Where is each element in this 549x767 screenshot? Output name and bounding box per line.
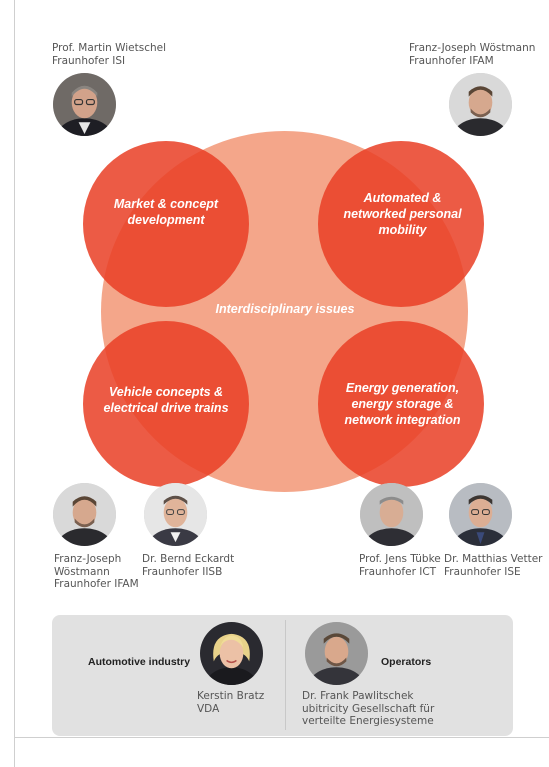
avatar-vetter — [449, 483, 512, 546]
topic-label-energy: Energy generation, energy storage & netw… — [330, 380, 475, 428]
expert-org: Fraunhofer ICT — [359, 565, 437, 578]
topic-line: mobility — [378, 223, 427, 237]
expert-bottom-1: Franz-Joseph Wöstmann Fraunhofer IFAM — [54, 553, 139, 591]
expert-name: Dr. Matthias Vetter — [444, 553, 543, 565]
topic-circle-market — [83, 141, 249, 307]
avatar-woestmann-top — [449, 73, 512, 136]
partner-industry-person: Kerstin Bratz VDA — [197, 690, 264, 715]
avatar-eckardt — [144, 483, 207, 546]
topic-line: development — [127, 213, 205, 227]
topic-line: electrical drive trains — [103, 401, 229, 415]
expert-top-right: Franz-Joseph Wöstmann Fraunhofer IFAM — [409, 42, 535, 67]
topic-line: Market & concept — [113, 197, 219, 211]
expert-bottom-3: Prof. Jens Tübke Fraunhofer ICT — [359, 553, 441, 578]
partner-operators-person: Dr. Frank Pawlitschek ubitricity Gesells… — [302, 690, 434, 728]
operators-label: Operators — [381, 656, 432, 668]
avatar-pawlitschek — [305, 622, 368, 685]
partner-name: Kerstin Bratz — [197, 690, 265, 702]
expert-name-line: Wöstmann — [54, 565, 110, 578]
center-label: Interdisciplinary issues — [215, 302, 355, 316]
expert-bottom-4: Dr. Matthias Vetter Fraunhofer ISE — [444, 553, 543, 578]
partner-box — [52, 615, 513, 736]
expert-org: Fraunhofer IISB — [142, 565, 223, 578]
expert-name: Prof. Martin Wietschel — [52, 42, 167, 54]
avatar-wietschel — [53, 73, 116, 136]
expert-top-left: Prof. Martin Wietschel Fraunhofer ISI — [52, 42, 166, 67]
expert-name: Dr. Bernd Eckardt — [142, 553, 235, 565]
expert-org: Fraunhofer IFAM — [409, 54, 494, 67]
frame-line-left — [14, 0, 15, 767]
partner-org: verteilte Energiesysteme — [302, 715, 434, 727]
partner-box-divider — [285, 620, 286, 730]
topic-label-market: Market & concept development — [96, 196, 236, 228]
automotive-industry-label: Automotive industry — [88, 656, 191, 668]
frame-line-bottom — [14, 737, 549, 738]
topic-line: Vehicle concepts & — [108, 385, 224, 399]
topic-line: networked personal — [343, 207, 462, 221]
expert-name-line: Franz-Joseph — [54, 553, 122, 565]
topic-line: Automated & — [363, 191, 442, 205]
avatar-woestmann-bottom — [53, 483, 116, 546]
topic-circle-energy — [318, 321, 484, 487]
topic-label-mobility: Automated & networked personal mobility — [330, 190, 475, 238]
partner-org: VDA — [197, 702, 220, 715]
avatar-tuebke — [360, 483, 423, 546]
partner-org: ubitricity Gesellschaft für — [302, 702, 435, 715]
avatar-bratz — [200, 622, 263, 685]
expert-name: Prof. Jens Tübke — [359, 553, 441, 565]
expert-name: Franz-Joseph Wöstmann — [409, 42, 536, 54]
expert-org: Fraunhofer IFAM — [54, 578, 139, 590]
topic-line: network integration — [344, 413, 461, 427]
topic-label-vehicle: Vehicle concepts & electrical drive trai… — [91, 384, 241, 416]
expert-bottom-2: Dr. Bernd Eckardt Fraunhofer IISB — [142, 553, 234, 578]
topic-line: Energy generation, — [345, 381, 460, 395]
topic-circle-mobility — [318, 141, 484, 307]
topic-line: energy storage & — [351, 397, 454, 411]
topic-circle-vehicle — [83, 321, 249, 487]
partner-name: Dr. Frank Pawlitschek — [302, 690, 414, 702]
expert-org: Fraunhofer ISE — [444, 565, 521, 578]
expert-org: Fraunhofer ISI — [52, 54, 126, 67]
